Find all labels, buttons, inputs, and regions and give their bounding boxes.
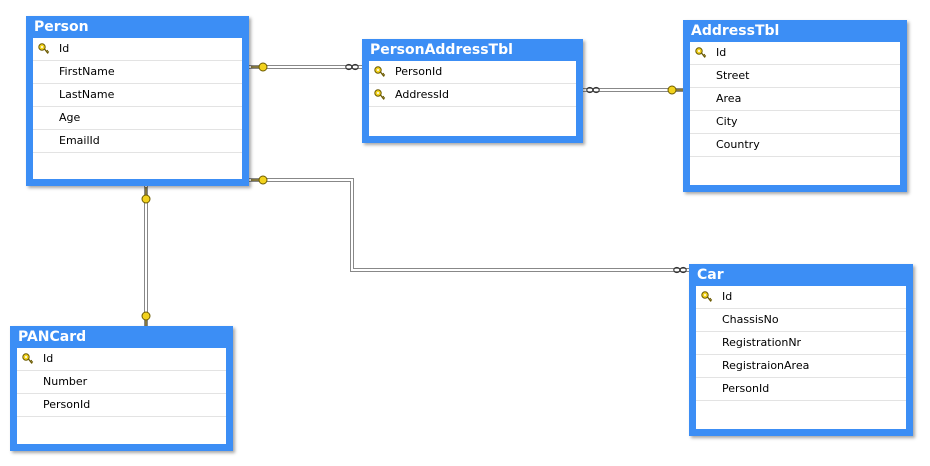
- table-title: AddressTbl: [691, 23, 780, 39]
- column-name: RegistraionArea: [722, 359, 810, 372]
- table-title: Car: [697, 267, 724, 283]
- column-row[interactable]: Id: [696, 286, 906, 309]
- column-row[interactable]: City: [690, 111, 900, 134]
- column-name: ChassisNo: [722, 313, 779, 326]
- table-title: Person: [34, 19, 89, 35]
- column-name: AddressId: [395, 88, 450, 101]
- primary-key-icon: [695, 47, 707, 58]
- column-row[interactable]: Street: [690, 65, 900, 88]
- column-name: Number: [43, 375, 88, 388]
- primary-key-icon: [701, 291, 713, 302]
- table-title: PersonAddressTbl: [370, 42, 513, 58]
- column-name: Id: [59, 42, 70, 55]
- column-row[interactable]: AddressId: [369, 84, 576, 107]
- column-name: Id: [716, 46, 727, 59]
- column-name: FirstName: [59, 65, 115, 78]
- primary-key-icon: [22, 353, 34, 364]
- column-row[interactable]: Id: [33, 38, 242, 61]
- column-row[interactable]: RegistrationNr: [696, 332, 906, 355]
- table-title: PANCard: [18, 329, 87, 345]
- column-row[interactable]: ChassisNo: [696, 309, 906, 332]
- column-row[interactable]: EmailId: [33, 130, 242, 153]
- column-name: PersonId: [395, 65, 443, 78]
- column-row[interactable]: PersonId: [696, 378, 906, 401]
- primary-key-icon: [374, 89, 386, 100]
- column-row[interactable]: Id: [17, 348, 226, 371]
- column-row[interactable]: Area: [690, 88, 900, 111]
- column-row[interactable]: RegistraionArea: [696, 355, 906, 378]
- column-name: Age: [59, 111, 81, 124]
- column-row[interactable]: Number: [17, 371, 226, 394]
- column-row[interactable]: PersonId: [369, 61, 576, 84]
- column-name: EmailId: [59, 134, 100, 147]
- column-row[interactable]: Age: [33, 107, 242, 130]
- column-row[interactable]: Id: [690, 42, 900, 65]
- column-row[interactable]: LastName: [33, 84, 242, 107]
- column-name: Id: [722, 290, 733, 303]
- column-row[interactable]: FirstName: [33, 61, 242, 84]
- primary-key-icon: [374, 66, 386, 77]
- column-name: Country: [716, 138, 760, 151]
- primary-key-icon: [38, 43, 50, 54]
- column-name: City: [716, 115, 738, 128]
- column-name: LastName: [59, 88, 115, 101]
- column-name: Area: [716, 92, 742, 105]
- column-row[interactable]: Country: [690, 134, 900, 157]
- relationship-person-to-car[interactable]: [249, 178, 690, 272]
- column-row[interactable]: PersonId: [17, 394, 226, 417]
- column-name: RegistrationNr: [722, 336, 802, 349]
- column-name: PersonId: [43, 398, 91, 411]
- column-name: Street: [716, 69, 750, 82]
- column-name: PersonId: [722, 382, 770, 395]
- column-name: Id: [43, 352, 54, 365]
